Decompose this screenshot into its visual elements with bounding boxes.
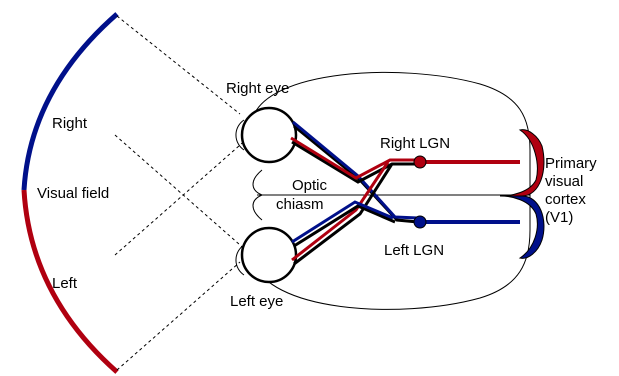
left-eye-icon bbox=[235, 226, 298, 284]
left-lgn-label: Left LGN bbox=[384, 242, 444, 259]
chiasm-label: chiasm bbox=[276, 196, 324, 213]
visual-field-label: Visual field bbox=[37, 185, 109, 202]
inner-lobe-lower bbox=[252, 194, 263, 221]
v1-label-line3: cortex bbox=[545, 191, 586, 208]
visual-field-arc-upper bbox=[21, 12, 119, 191]
v1-label-line1: Primary bbox=[545, 155, 597, 172]
brain-outline bbox=[251, 71, 531, 310]
right-lgn-icon bbox=[413, 155, 427, 169]
optic-label: Optic bbox=[292, 177, 328, 194]
sight-lines bbox=[114, 15, 249, 371]
right-eye-icon bbox=[235, 106, 298, 164]
v1-label-line4: (V1) bbox=[545, 209, 573, 226]
right-eye-label: Right eye bbox=[226, 80, 289, 97]
v1-label-line2: visual bbox=[545, 173, 583, 190]
left-lgn-icon bbox=[413, 215, 427, 229]
optic-tracts bbox=[290, 120, 419, 266]
inner-lobe-upper bbox=[252, 169, 263, 196]
left-eye-label: Left eye bbox=[230, 293, 283, 310]
right-field-label: Right bbox=[52, 115, 88, 132]
right-lgn-label: Right LGN bbox=[380, 135, 450, 152]
visual-field-arc-lower bbox=[21, 189, 119, 374]
left-field-label: Left bbox=[52, 275, 78, 292]
v1-left-region bbox=[499, 195, 545, 259]
